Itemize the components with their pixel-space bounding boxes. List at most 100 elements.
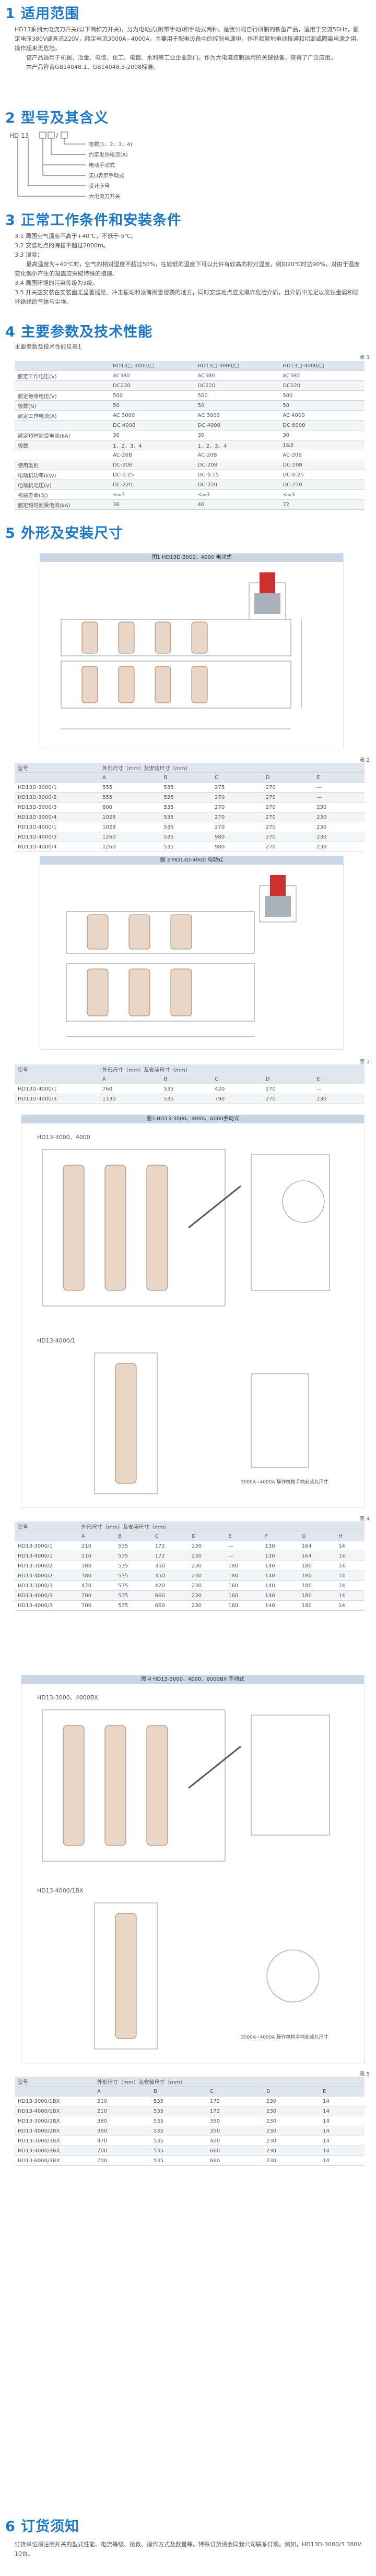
section-4-heading: 4 主要参数及技术性能 — [5, 324, 153, 340]
table-cell: DC-220 — [279, 480, 365, 490]
table-cell: AC380 — [110, 370, 195, 381]
fig4-note: 3000A~4000A 操作机构手柄安装孔尺寸 — [241, 2034, 328, 2040]
table-cell: 14 — [320, 2146, 365, 2156]
table-cell: 535 — [150, 2146, 207, 2156]
model-code: HD 13 — [9, 132, 29, 139]
table-cell: 230 — [188, 1561, 226, 1571]
table-cell: 额定工作电压(V) — [15, 370, 110, 381]
fig3-note: 3000A~4000A 操作机构手柄安装孔尺寸 — [241, 1479, 328, 1485]
table-cell: 电动机电压(V) — [15, 480, 110, 490]
s3-item-1: 3.2 安装地点的海拔不超过2000m。 — [15, 242, 109, 249]
table-cell: 14 — [320, 2126, 365, 2136]
cell: A — [99, 1074, 161, 1084]
table-cell: 50 — [194, 400, 280, 411]
table-cell: 160 — [225, 1600, 262, 1611]
table-cell: 14 — [335, 1561, 365, 1571]
cell: 型号 — [15, 2077, 94, 2087]
table-cell: 800 — [99, 802, 161, 812]
table-cell: HD13-3000/1 — [15, 1541, 78, 1551]
table-cell: 420 — [151, 1580, 189, 1591]
fig4-label-2: HD13-4000/1BX — [37, 1887, 84, 1894]
table-cell: 140 — [262, 1561, 299, 1571]
table-cell: 14 — [320, 2116, 365, 2126]
table-cell: — — [313, 792, 365, 802]
table-cell — [15, 450, 110, 460]
table-cell: 使用类别 — [15, 460, 110, 470]
table-5-number: 表 5 — [359, 2071, 370, 2077]
cell: H — [335, 1531, 365, 1541]
table-cell: 535 — [150, 2136, 207, 2146]
table-cell: AC 3000 — [110, 410, 195, 421]
figure-2-drawing — [66, 875, 297, 1037]
table-cell: DC 6000 — [279, 420, 365, 430]
table-cell: DC-0.25 — [279, 470, 365, 480]
cell: HD13□-4000/□ — [279, 361, 365, 371]
table-cell: 270 — [262, 832, 314, 842]
table-cell: 230 — [313, 842, 365, 852]
table-cell: 660 — [151, 1590, 189, 1601]
table-cell: 160 — [225, 1580, 262, 1591]
table-1-header: HD13□-3000/□ HD13□-3000/□ HD13□-4000/□ — [15, 361, 365, 371]
table-cell: HD13-3000/1BX — [15, 2096, 94, 2106]
figure-3-caption: 图3 HD13-3000、4000、6000手动式 — [21, 1115, 364, 1123]
table-cell: 210 — [78, 1541, 115, 1551]
table-cell: 极数 — [15, 440, 110, 450]
table-cell: 14 — [320, 2096, 365, 2106]
table-cell: DC-20B — [194, 460, 280, 470]
table-cell: 470 — [78, 1580, 115, 1591]
table-cell: 270 — [262, 812, 314, 822]
table-cell: 230 — [188, 1590, 226, 1601]
figure-1: 图1 HD13D-3000、4000 电动式 — [40, 553, 344, 748]
fig3-label-2: HD13-4000/1 — [37, 1337, 75, 1344]
s1-p2: 该产品适用于机械、冶金、电信、化工、电镀、水利等工业企业部门。作为大电流控制适用… — [26, 54, 336, 61]
cell: 外形尺寸（mm）及安装尺寸（mm） — [99, 1064, 365, 1074]
table-cell: <=3 — [110, 489, 195, 500]
table-cell: 14 — [335, 1541, 365, 1551]
table-cell: 270 — [262, 782, 314, 793]
table-cell: 极数(N) — [15, 400, 110, 411]
table-cell: 14 — [335, 1551, 365, 1561]
table-cell: 555 — [99, 782, 161, 793]
table-3: 型号 外形尺寸（mm）及安装尺寸（mm） A B C D E HD13D-400… — [15, 1064, 365, 1104]
table-cell: HD13-4000/2 — [15, 1571, 78, 1581]
table-cell: 1、2、3、4 — [110, 440, 195, 450]
table-cell: HD13D-4000/1 — [15, 822, 99, 832]
table-cell: AC380 — [279, 370, 365, 381]
table-cell: 130 — [262, 1551, 299, 1561]
model-diagram: HD 13 / 极数(1、2、3、4) 约定发热电流(A) 电动手动式 无D表示… — [9, 131, 132, 200]
table-cell: 500 — [279, 390, 365, 401]
table-cell: DC-0.15 — [194, 470, 280, 480]
table-cell: AC 4000 — [279, 410, 365, 421]
table-cell: 535 — [115, 1580, 152, 1591]
cell: B — [150, 2086, 207, 2096]
table-cell: 180 — [298, 1590, 336, 1601]
table-cell: HD13D-3000/1 — [15, 782, 99, 793]
table-cell: — — [313, 1084, 365, 1094]
table-cell: 350 — [151, 1571, 189, 1581]
section-6-heading: 6 订货须知 — [5, 2519, 80, 2535]
table-cell: HD13D-4000/3 — [15, 1094, 99, 1104]
table-cell: 230 — [313, 802, 365, 812]
table-cell: HD13-6000/3BX — [15, 2155, 94, 2166]
cell: A — [99, 772, 161, 783]
table-cell: HD13-4000/2BX — [15, 2126, 94, 2136]
cell: D — [188, 1531, 226, 1541]
table-cell: 380 — [94, 2126, 150, 2136]
table-cell: DC220 — [194, 380, 280, 391]
legend-0: 极数(1、2、3、4) — [89, 141, 132, 148]
